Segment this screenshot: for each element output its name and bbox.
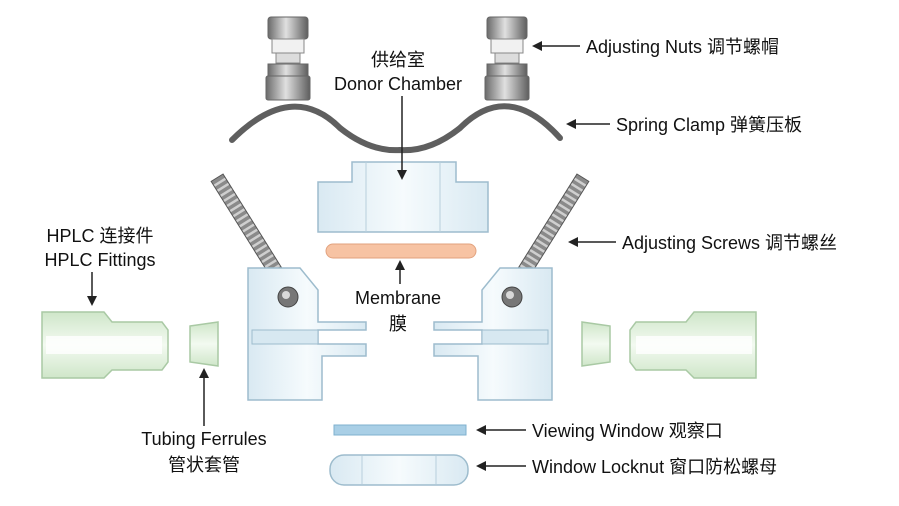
label-adjusting-screws: Adjusting Screws 调节螺丝	[622, 233, 837, 253]
adjusting-nut-left	[265, 16, 311, 101]
label-window-locknut: Window Locknut 窗口防松螺母	[532, 457, 777, 477]
label-tubing-en: Tubing Ferrules	[141, 429, 266, 449]
hplc-fitting-right	[629, 311, 757, 379]
label-adjusting-nuts: Adjusting Nuts 调节螺帽	[586, 37, 779, 57]
adjusting-screw-right	[514, 173, 590, 281]
label-tubing-cn: 管状套管	[168, 455, 240, 475]
label-membrane-cn: 膜	[389, 314, 407, 334]
viewing-window	[333, 424, 467, 436]
hplc-fitting-left	[41, 311, 169, 379]
label-donor-chamber-cn: 供给室	[371, 50, 425, 70]
membrane	[325, 243, 477, 259]
tubing-ferrule-left	[189, 321, 219, 367]
adjusting-screw-left	[210, 173, 286, 281]
donor-chamber	[317, 161, 489, 233]
label-spring-clamp: Spring Clamp 弹簧压板	[616, 115, 802, 135]
label-hplc-en: HPLC Fittings	[44, 250, 155, 270]
receptor-body-right	[433, 267, 553, 401]
receptor-body-left	[247, 267, 367, 401]
adjusting-nut-right	[484, 16, 530, 101]
window-locknut	[329, 454, 469, 486]
label-donor-chamber-en: Donor Chamber	[334, 74, 462, 94]
label-membrane-en: Membrane	[355, 288, 441, 308]
tubing-ferrule-right	[581, 321, 611, 367]
spring-clamp	[229, 103, 563, 154]
label-viewing-window: Viewing Window 观察口	[532, 421, 723, 441]
label-hplc-cn: HPLC 连接件	[46, 226, 153, 246]
